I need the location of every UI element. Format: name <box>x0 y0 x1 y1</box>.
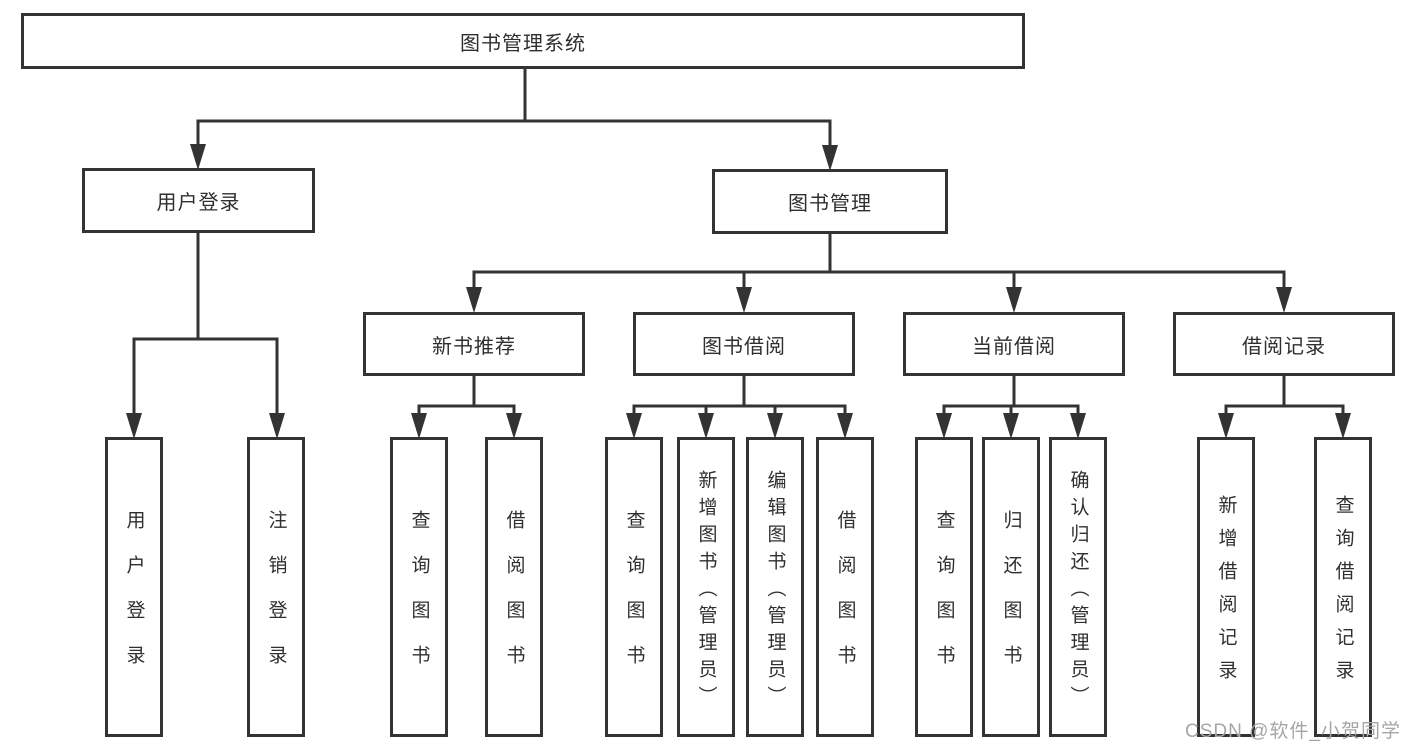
node-user-login-branch: 用户登录 <box>82 168 315 233</box>
node-label: 借阅图书 <box>503 510 525 690</box>
node-label: 查询图书 <box>623 510 645 690</box>
node-leaf-add-books-admin: 新增图书（管理员） <box>677 437 735 737</box>
node-label: 图书管理 <box>788 193 872 215</box>
csdn-watermark: CSDN @软件_小贺同学 <box>1185 721 1401 742</box>
node-label: 确认归还（管理员） <box>1067 469 1089 713</box>
node-label: 图书借阅 <box>702 335 786 358</box>
node-label: 注销登录 <box>265 510 287 690</box>
node-leaf-user-login: 用户登录 <box>105 437 163 737</box>
node-new-book-recommend: 新书推荐 <box>363 312 585 376</box>
node-leaf-logout: 注销登录 <box>247 437 305 737</box>
node-root-label: 图书管理系统 <box>460 32 586 55</box>
node-label: 查询图书 <box>408 510 430 690</box>
node-borrow-records: 借阅记录 <box>1173 312 1395 376</box>
node-root-system: 图书管理系统 <box>21 13 1025 69</box>
node-leaf-query-books: 查询图书 <box>605 437 663 737</box>
node-leaf-borrow-books: 借阅图书 <box>485 437 543 737</box>
node-leaf-query-books: 查询图书 <box>915 437 973 737</box>
node-label: 归还图书 <box>1000 510 1022 690</box>
node-label: 借阅记录 <box>1242 335 1326 358</box>
node-leaf-confirm-return-admin: 确认归还（管理员） <box>1049 437 1107 737</box>
node-current-borrow: 当前借阅 <box>903 312 1125 376</box>
node-leaf-borrow-books: 借阅图书 <box>816 437 874 737</box>
node-label: 借阅图书 <box>834 510 856 690</box>
node-label: 新增借阅记录 <box>1215 495 1237 693</box>
node-label: 编辑图书（管理员） <box>764 469 786 713</box>
node-label: 新书推荐 <box>432 335 516 358</box>
node-label: 用户登录 <box>123 510 145 690</box>
node-book-borrow: 图书借阅 <box>633 312 855 376</box>
node-label: 用户登录 <box>156 192 241 214</box>
node-label: 查询图书 <box>933 510 955 690</box>
node-label: 当前借阅 <box>972 335 1056 358</box>
node-book-management-branch: 图书管理 <box>712 169 948 234</box>
node-leaf-add-borrow-record: 新增借阅记录 <box>1197 437 1255 737</box>
node-label: 查询借阅记录 <box>1332 495 1354 693</box>
node-leaf-query-books: 查询图书 <box>390 437 448 737</box>
node-leaf-return-books: 归还图书 <box>982 437 1040 737</box>
node-label: 新增图书（管理员） <box>695 469 717 713</box>
node-leaf-edit-books-admin: 编辑图书（管理员） <box>746 437 804 737</box>
node-leaf-query-borrow-record: 查询借阅记录 <box>1314 437 1372 737</box>
